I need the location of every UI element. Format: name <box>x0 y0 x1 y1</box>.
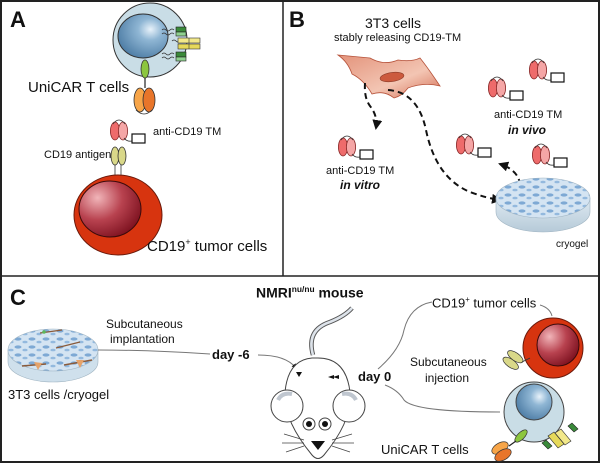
cd19-tumor-cells-label: CD19+ tumor cells <box>147 237 268 255</box>
3t3-cells-title: 3T3 cells <box>365 15 422 31</box>
mouse-icon <box>270 306 366 459</box>
3t3-cells-subtitle: stably releasing CD19-TM <box>334 32 462 44</box>
anti-cd19-tm-in-vivo-icon-1 <box>528 58 565 83</box>
tumor-label-prefix: CD19 <box>147 238 186 255</box>
anti-cd19-tm-in-vivo-icon-2 <box>487 76 524 101</box>
in-vitro-tm-label: anti-CD19 TM <box>326 165 395 177</box>
tumor-label-suffix: tumor cells <box>190 238 268 255</box>
unicar-t-cell-c-icon <box>491 381 579 462</box>
unicar-t-cell-icon <box>112 2 201 115</box>
tumor-c-label-suffix: tumor cells <box>469 295 537 311</box>
tumor-connector-line <box>377 301 433 370</box>
day-0-label: day 0 <box>358 369 392 384</box>
panel-b-letter: B <box>289 7 305 32</box>
in-vivo-tm-label: anti-CD19 TM <box>494 109 563 121</box>
tumor-cell-icon <box>73 174 163 256</box>
in-vitro-label: in vitro <box>340 178 381 192</box>
arrow-to-in-vitro <box>363 82 383 130</box>
day-minus6-label: day -6 <box>212 347 250 362</box>
implantation-line2: implantation <box>110 332 175 346</box>
tumor-label-sup: + <box>185 237 191 247</box>
anti-cd19-tm-in-vivo-icon-4 <box>531 143 568 168</box>
day-minus6-arrow <box>257 354 297 369</box>
anti-cd19-tm-label: anti-CD19 TM <box>153 126 222 138</box>
fibroblast-3t3-cell-icon <box>336 54 441 99</box>
implantation-line1: Subcutaneous <box>106 317 183 331</box>
in-vivo-label: in vivo <box>508 123 547 137</box>
panel-a <box>73 2 201 256</box>
panel-b <box>336 54 591 233</box>
tumor-c-label-prefix: CD19 <box>432 295 466 311</box>
arrow-to-cryogel <box>387 89 502 204</box>
cd19-antigen-icon <box>110 146 127 178</box>
anti-cd19-tm-icon <box>109 119 146 144</box>
mouse-title-suffix: mouse <box>314 284 364 301</box>
mouse-title: NMRInu/nu mouse <box>256 285 364 300</box>
unicar-t-cells-label: UniCAR T cells <box>28 79 130 96</box>
anti-cd19-tm-in-vivo-icon-3 <box>455 133 492 158</box>
injection-line2: injection <box>425 371 470 385</box>
unicar-t-cells-c-label: UniCAR T cells <box>381 442 469 457</box>
tumor-cells-c-label: CD19+ tumor cells <box>432 295 537 311</box>
cd19-antigen-label: CD19 antigen <box>44 149 112 161</box>
cryogel-with-cells-icon <box>7 328 99 383</box>
panel-c-letter: C <box>10 285 26 310</box>
tumor-cell-c-icon <box>502 317 584 379</box>
panel-c <box>7 301 584 462</box>
mouse-title-prefix: NMRI <box>256 284 292 301</box>
implant-connector-line <box>97 349 211 355</box>
anti-cd19-tm-in-vitro-icon <box>337 135 374 160</box>
mouse-title-sup: nu/nu <box>291 284 315 294</box>
cryogel-icon <box>495 177 591 233</box>
unicar-connector-line <box>384 384 501 413</box>
3t3-cryogel-label: 3T3 cells /cryogel <box>8 387 110 402</box>
panel-a-letter: A <box>10 7 26 32</box>
injection-line1: Subcutaneous <box>410 355 487 369</box>
tumor-c-label-sup: + <box>465 295 470 304</box>
cryogel-label: cryogel <box>556 239 589 250</box>
